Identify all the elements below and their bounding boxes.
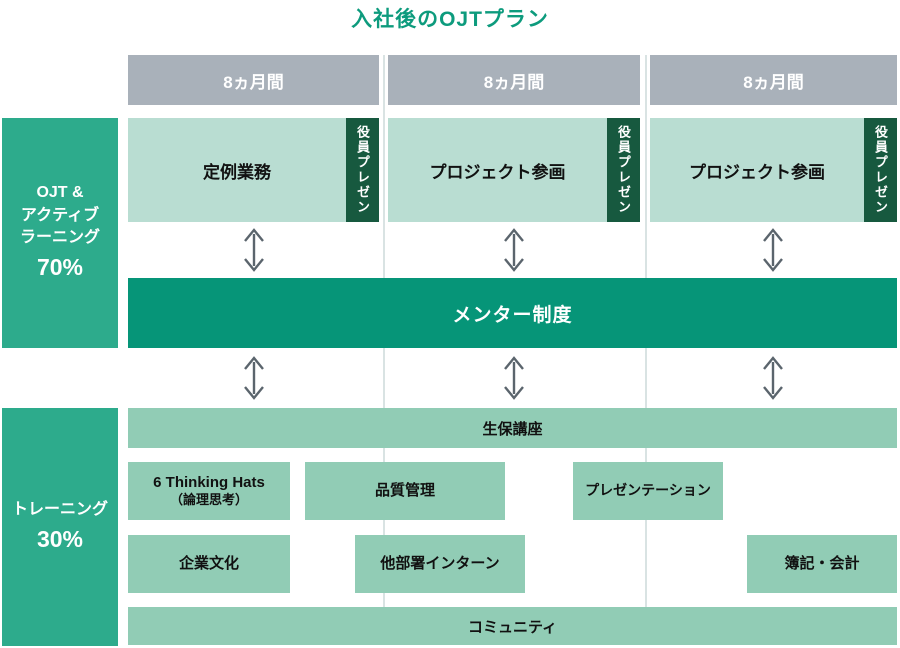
double-arrow-icon [763, 356, 783, 400]
presentation-box: プレゼンテーション [573, 462, 723, 520]
double-arrow-icon [244, 356, 264, 400]
activity-label: プロジェクト参画 [429, 162, 566, 182]
activity-box-regular-work: 定例業務 役員プレゼン [128, 118, 379, 222]
bookkeeping-accounting-box: 簿記・会計 [747, 535, 897, 593]
thinking-hats-title: 6 Thinking Hats [153, 473, 265, 491]
activity-box-project-1: プロジェクト参画 役員プレゼン [388, 118, 640, 222]
sidebar-ojt-block: OJT & アクティブ ラーニング 70% [2, 118, 118, 348]
sidebar-training-block: トレーニング 30% [2, 408, 118, 646]
sidebar-ojt-line: アクティブ [20, 206, 100, 224]
double-arrow-icon [504, 228, 524, 272]
double-arrow-icon [244, 228, 264, 272]
activity-label: プロジェクト参画 [689, 162, 825, 182]
corporate-culture-box: 企業文化 [128, 535, 290, 593]
column-3-duration-header: 8ヵ月間 [650, 55, 897, 105]
badge-executive-presentation: 役員プレゼン [607, 118, 640, 222]
mentor-program-bar: メンター制度 [128, 278, 897, 348]
sidebar-training-line: トレーニング [11, 500, 108, 518]
thinking-hats-subtitle: （論理思考） [169, 492, 248, 508]
double-arrow-icon [504, 356, 524, 400]
community-bar: コミュニティ [128, 607, 897, 645]
sidebar-ojt-percent: 70% [36, 254, 84, 281]
badge-executive-presentation: 役員プレゼン [346, 118, 379, 222]
insurance-course-bar: 生保講座 [128, 408, 897, 448]
page-title: 入社後のOJTプラン [351, 8, 549, 31]
sidebar-training-percent: 30% [36, 526, 84, 553]
double-arrow-icon [763, 228, 783, 272]
badge-executive-presentation: 役員プレゼン [864, 118, 897, 222]
activity-box-project-2: プロジェクト参画 役員プレゼン [650, 118, 897, 222]
thinking-hats-box: 6 Thinking Hats （論理思考） [128, 462, 290, 520]
sidebar-ojt-line: OJT & [36, 184, 84, 202]
activity-label: 定例業務 [203, 162, 271, 182]
internship-box: 他部署インターン [355, 535, 525, 593]
column-2-duration-header: 8ヵ月間 [388, 55, 640, 105]
column-1-duration-header: 8ヵ月間 [128, 55, 379, 105]
sidebar-ojt-line: ラーニング [19, 229, 100, 247]
quality-management-box: 品質管理 [305, 462, 505, 520]
